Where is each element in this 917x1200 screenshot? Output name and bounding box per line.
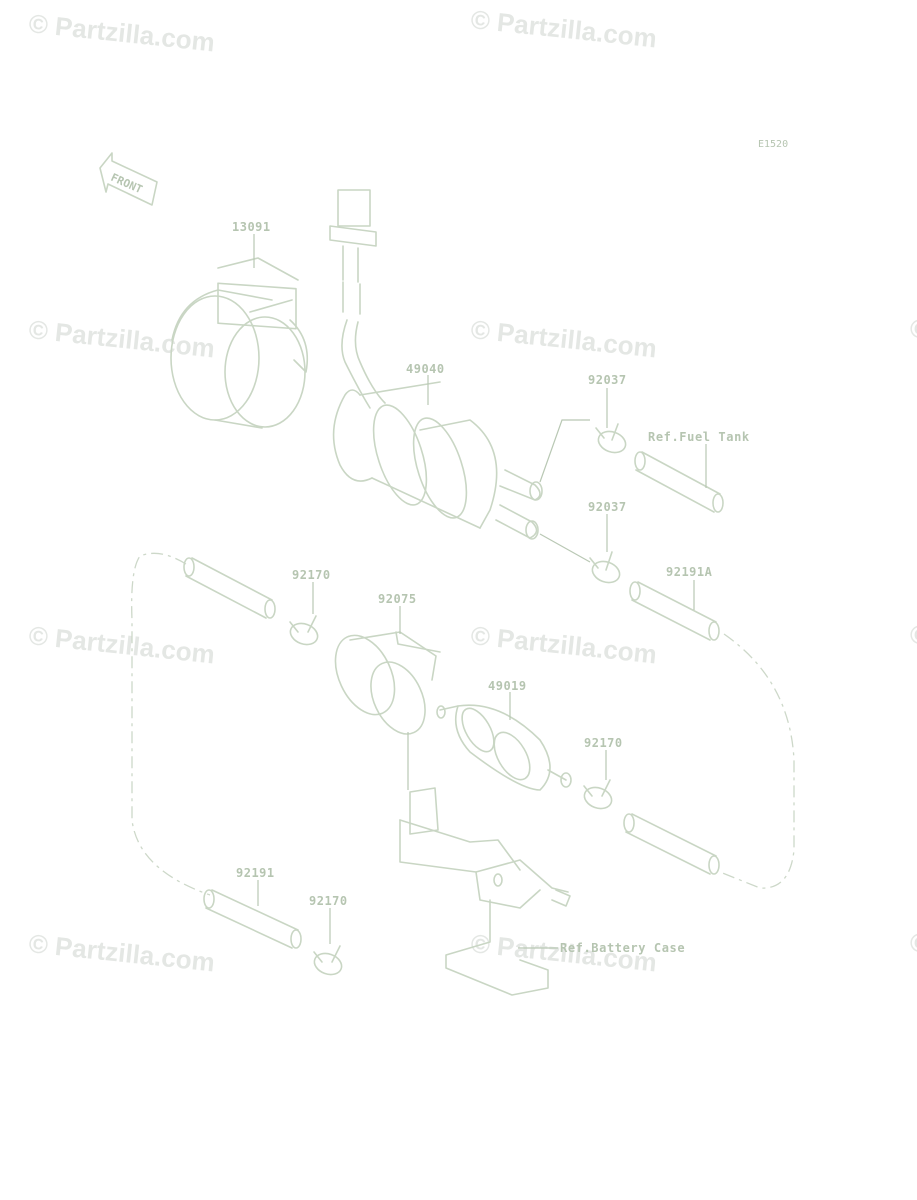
- watermark-edge: ©: [910, 314, 917, 344]
- part-label-92170-b: 92170: [584, 736, 623, 750]
- part-92037-clamp-upper: [595, 423, 627, 454]
- ref-fuel-tank: Ref.Fuel Tank: [648, 430, 750, 444]
- part-wire-connector: [329, 189, 386, 409]
- part-filter-bracket: [399, 732, 571, 996]
- watermark: © Partzilla.com: [469, 314, 658, 363]
- watermark: © Partzilla.com: [27, 928, 216, 977]
- part-label-92191a: 92191A: [666, 565, 713, 579]
- front-arrow-icon: FRONT: [99, 152, 158, 206]
- diagram-code: E1520: [758, 139, 788, 150]
- part-92037-clamp-lower: [589, 551, 621, 584]
- part-label-92170-c: 92170: [309, 894, 348, 908]
- part-92191a-hose: [629, 581, 720, 641]
- part-92075-damper: [334, 631, 441, 735]
- hose-right-lower: [623, 813, 720, 875]
- watermark: © Partzilla.com: [27, 314, 216, 363]
- part-label-92037-upper: 92037: [588, 373, 627, 387]
- hose-fuel-tank: [634, 451, 724, 513]
- watermark: © Partzilla.com: [27, 620, 216, 669]
- part-49040-fuel-pump: [332, 381, 543, 540]
- part-label-49040: 49040: [406, 362, 445, 376]
- routing-line-left: [131, 552, 211, 896]
- part-label-92170-a: 92170: [292, 568, 331, 582]
- part-92170-clamp-b: [583, 779, 613, 810]
- part-92170-clamp-c: [313, 945, 343, 976]
- routing-line-right: [719, 633, 795, 889]
- part-49019-fuel-filter: [436, 704, 572, 791]
- part-label-49019: 49019: [488, 679, 527, 693]
- watermark-edge: ©: [910, 928, 917, 958]
- watermark: © Partzilla.com: [469, 620, 658, 669]
- part-92170-clamp-a: [289, 615, 319, 646]
- watermark: © Partzilla.com: [27, 8, 216, 57]
- part-label-92075: 92075: [378, 592, 417, 606]
- part-label-92037-lower: 92037: [588, 500, 627, 514]
- watermark-group: © Partzilla.com © Partzilla.com © Partzi…: [27, 4, 658, 977]
- ref-battery-case: Ref.Battery Case: [560, 941, 685, 955]
- part-label-13091: 13091: [232, 220, 271, 234]
- part-label-92191: 92191: [236, 866, 275, 880]
- watermark: © Partzilla.com: [469, 4, 658, 53]
- part-92191-hose: [203, 889, 302, 949]
- watermark-edge: ©: [910, 620, 917, 650]
- hose-left-upper: [183, 557, 276, 619]
- part-13091-bracket: [170, 257, 309, 429]
